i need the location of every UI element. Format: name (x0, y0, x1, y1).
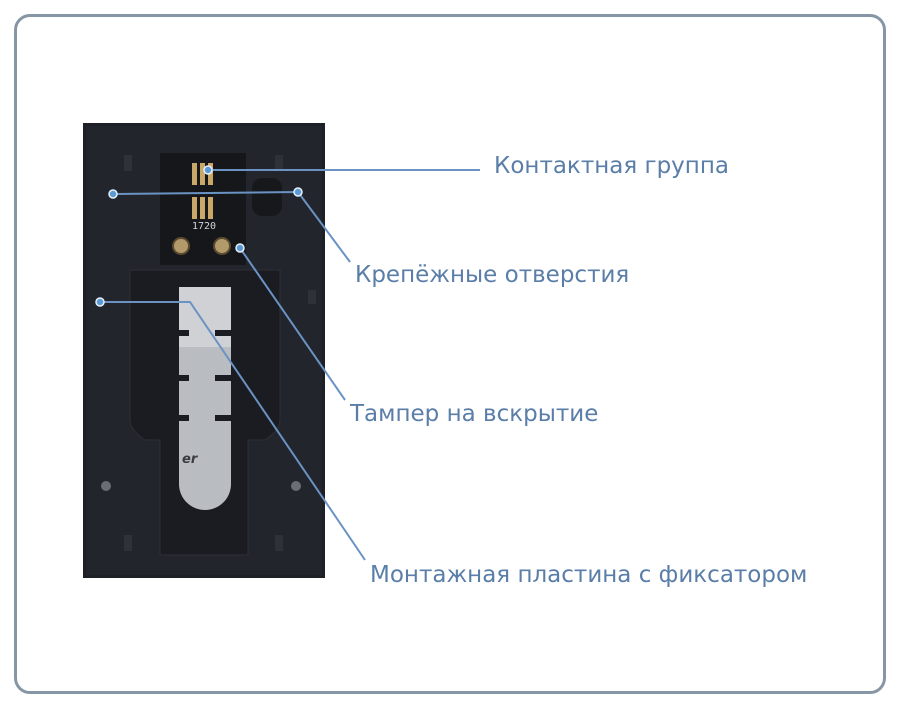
tamper-contact (172, 237, 190, 255)
label-mount-plate: Монтажная пластина с фиксатором (370, 562, 808, 588)
mounting-base-photo: 1720 er (83, 123, 325, 578)
leader-tamper (239, 247, 346, 401)
label-mount-holes: Крепёжные отверстия (355, 262, 630, 288)
board-marking: 1720 (192, 221, 216, 232)
leader-mount-plate (100, 301, 366, 561)
label-contact-group: Контактная группа (494, 153, 729, 179)
leader-dots (95, 165, 303, 307)
diagram-frame (14, 14, 886, 694)
tamper-contact (213, 237, 231, 255)
label-tamper: Тампер на вскрытие (350, 401, 599, 427)
plate-marking: er (182, 452, 199, 467)
